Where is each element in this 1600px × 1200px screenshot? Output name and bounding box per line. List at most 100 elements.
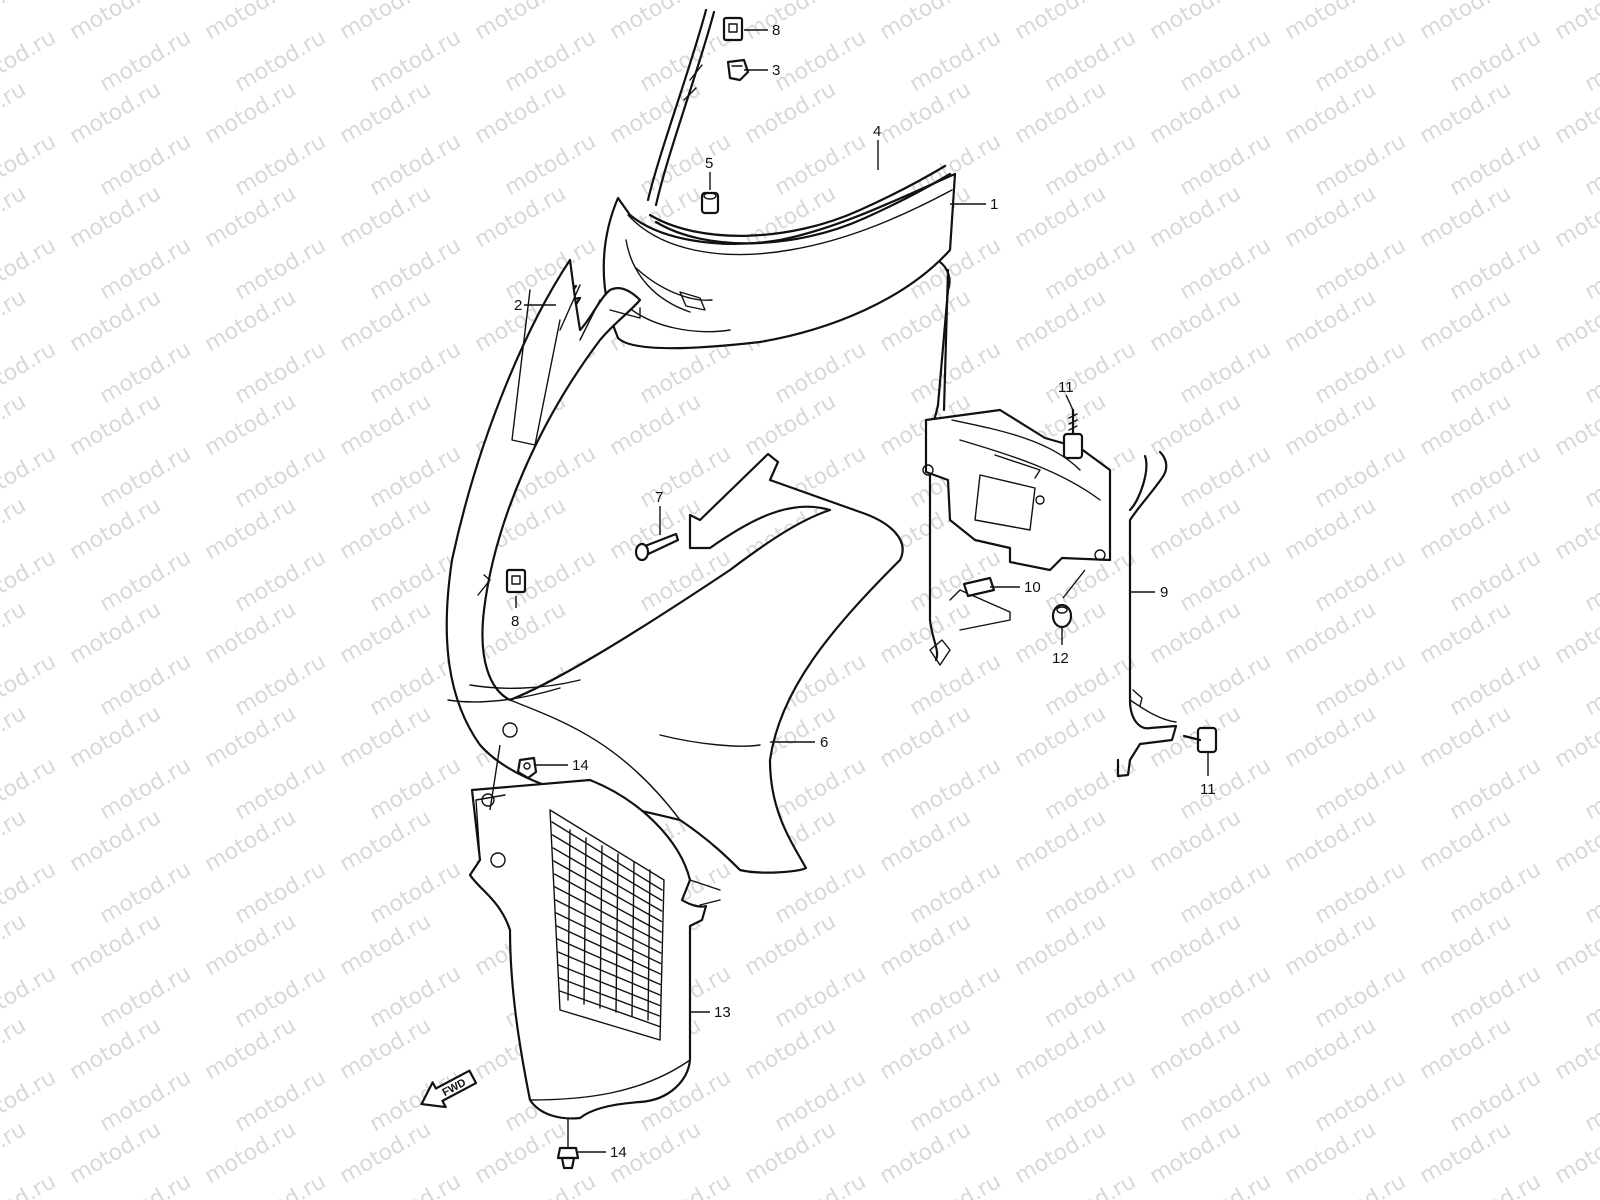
watermark-text: motod.ru (1581, 1065, 1600, 1137)
grille-slat (554, 886, 662, 944)
watermark-text: motod.ru (1581, 545, 1600, 617)
watermark-text: motod.ru (0, 285, 30, 357)
watermark-text: motod.ru (0, 1169, 60, 1200)
watermark-text: motod.ru (1581, 857, 1600, 929)
watermark-text: motod.ru (1416, 0, 1516, 45)
callout-10: 10 (1024, 579, 1041, 596)
watermark-text: motod.ru (0, 1013, 30, 1085)
callout-6: 6 (820, 734, 828, 751)
watermark-text: motod.ru (501, 1169, 601, 1200)
watermark-text: motod.ru (231, 1169, 331, 1200)
watermark-text: motod.ru (636, 1169, 736, 1200)
callout-14-top: 14 (572, 757, 589, 774)
watermark-text: motod.ru (771, 1169, 871, 1200)
watermark-text: motod.ru (1446, 1169, 1546, 1200)
grille-rib (583, 837, 587, 1005)
callout-9: 9 (1160, 584, 1168, 601)
callout-1: 1 (990, 196, 998, 213)
trim-strip (646, 8, 952, 245)
callout-labels: 1 2 3 4 5 6 7 8 8 9 10 11 11 12 13 14 14 (511, 22, 1216, 1161)
callout-12: 12 (1052, 650, 1069, 667)
grille-rib (647, 869, 651, 1021)
lower-cover (468, 778, 721, 1120)
watermark-text: motod.ru (66, 0, 166, 45)
grille-slat (555, 912, 662, 965)
callout-4: 4 (873, 123, 881, 140)
watermark-text: motod.ru (1581, 25, 1600, 97)
grille-slat (558, 977, 661, 1017)
watermark-text: motod.ru (0, 389, 30, 461)
bolt-11-lower (1182, 726, 1218, 754)
watermark-text: motod.ru (471, 0, 571, 45)
watermark-text: motod.ru (1146, 0, 1246, 45)
grille (551, 821, 663, 1028)
grille-slat (556, 925, 662, 975)
grille-slat (553, 860, 663, 923)
watermark-text: motod.ru (96, 1169, 196, 1200)
watermark-text: motod.ru (1041, 1169, 1141, 1200)
fastener-14-bottom (556, 1137, 580, 1170)
clip-top (722, 16, 744, 42)
watermark-text: motod.ru (336, 0, 436, 45)
callout-5: 5 (705, 155, 713, 172)
watermark-text: motod.ru (366, 1169, 466, 1200)
watermark-text: motod.ru (1581, 337, 1600, 409)
grille-slat (552, 847, 663, 912)
grille-slat (557, 964, 661, 1007)
grommet (700, 191, 720, 215)
callout-8-top: 8 (772, 22, 780, 39)
callout-3: 3 (772, 62, 780, 79)
watermark-text: motod.ru (741, 0, 841, 45)
grille-rib (599, 845, 603, 1009)
grille-slat (557, 951, 661, 996)
watermark-text: motod.ru (1581, 753, 1600, 825)
watermark-text: motod.ru (1581, 961, 1600, 1033)
leader-lines (489, 29, 1209, 1153)
watermark-text: motod.ru (0, 805, 30, 877)
callout-13: 13 (714, 1004, 731, 1021)
watermark-text: motod.ru (906, 1169, 1006, 1200)
watermark-text: motod.ru (1176, 1169, 1276, 1200)
grille-slat (556, 938, 661, 986)
callout-7: 7 (655, 489, 663, 506)
fastener-14-top (516, 756, 538, 780)
screw-7 (634, 532, 680, 562)
watermark-text: motod.ru (0, 1117, 30, 1189)
watermark-text: motod.ru (1551, 0, 1600, 45)
clip-10 (962, 576, 996, 598)
watermark-text: motod.ru (1581, 129, 1600, 201)
grille-slat (551, 834, 663, 902)
watermark-text: motod.ru (1581, 649, 1600, 721)
nut-3 (726, 58, 750, 82)
front-leg-shield (445, 258, 904, 874)
callout-11-top: 11 (1058, 379, 1074, 396)
watermark-text: motod.ru (876, 0, 976, 45)
callout-2: 2 (514, 297, 522, 314)
watermark-text: motod.ru (1311, 1169, 1411, 1200)
callout-11-lower: 11 (1200, 781, 1216, 798)
watermark-text: motod.ru (0, 493, 30, 565)
clip-lower (505, 568, 527, 594)
grille-slat (553, 873, 662, 933)
watermark-text: motod.ru (1581, 441, 1600, 513)
watermark-text: motod.ru (0, 181, 30, 253)
watermark-text: motod.ru (1581, 233, 1600, 305)
callout-8-lower: 8 (511, 613, 519, 630)
watermark-text: motod.ru (0, 597, 30, 669)
callout-14-bottom: 14 (610, 1144, 627, 1161)
bolt-11-top (1062, 408, 1084, 460)
watermark-text: motod.ru (1281, 0, 1381, 45)
watermark-text: motod.ru (606, 0, 706, 45)
grille-rib (567, 829, 571, 1001)
watermark-text: motod.ru (0, 701, 30, 773)
watermark-text: motod.ru (0, 909, 30, 981)
watermark-text: motod.ru (1011, 0, 1111, 45)
grille-slat (554, 899, 662, 954)
nut-12 (1051, 603, 1073, 629)
watermark-text: motod.ru (0, 77, 30, 149)
grille-slat (559, 990, 661, 1028)
grille-rib (615, 853, 619, 1013)
watermark-text: motod.ru (201, 0, 301, 45)
grille-rib (631, 861, 635, 1017)
